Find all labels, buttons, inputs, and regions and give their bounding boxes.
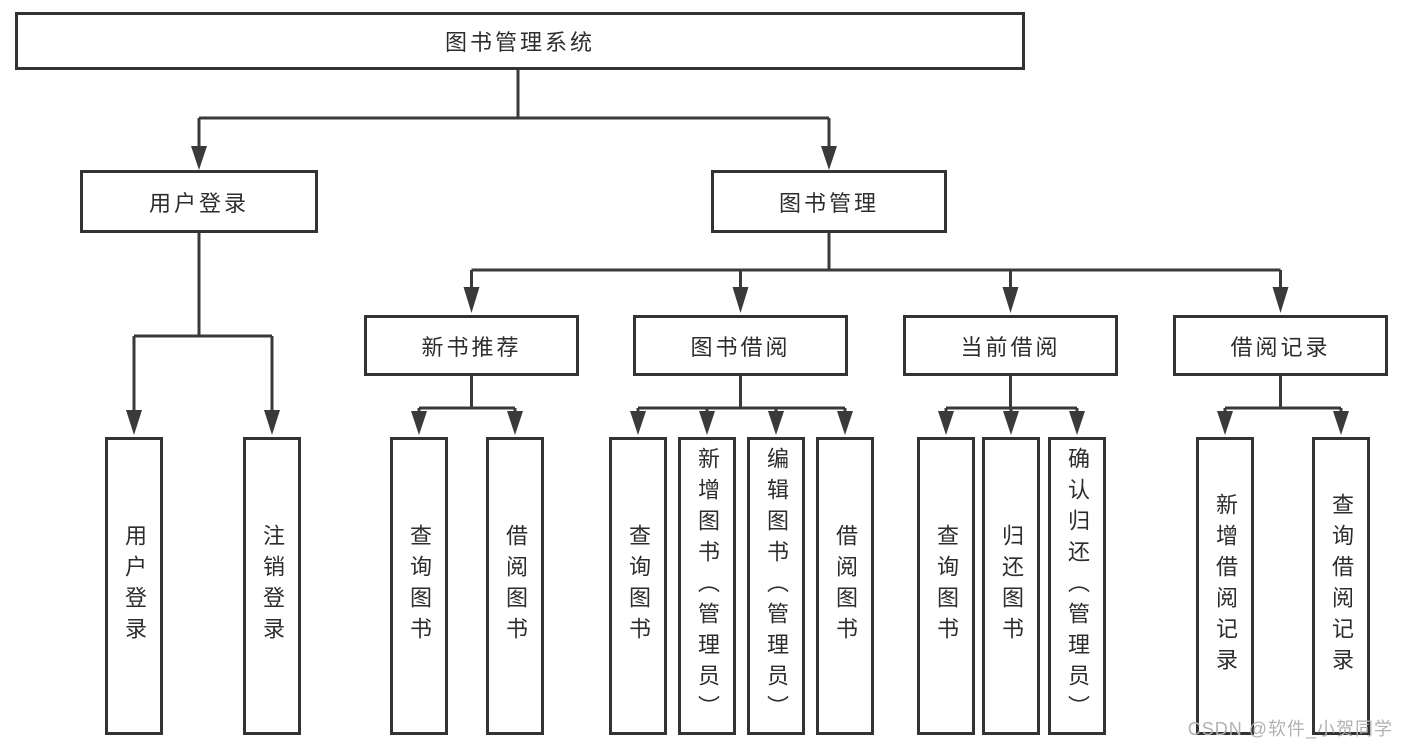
leaf-add-borrow-record-label: 新增借阅记录 (1213, 493, 1238, 679)
leaf-query-book-1: 查询图书 (390, 437, 448, 735)
leaf-query-book-2: 查询图书 (609, 437, 667, 735)
leaf-logout-label: 注销登录 (260, 524, 285, 648)
arrowhead-g3d (837, 411, 853, 435)
arrowhead-g4c (1069, 411, 1085, 435)
leaf-user-login: 用户登录 (105, 437, 163, 735)
leaf-borrow-book-1-label: 借阅图书 (503, 524, 528, 648)
node-book-borrow: 图书借阅 (633, 315, 848, 376)
leaf-add-book-admin-label: 新增图书（管理员） (695, 446, 720, 726)
node-root-system: 图书管理系统 (15, 12, 1025, 70)
leaf-add-borrow-record: 新增借阅记录 (1196, 437, 1254, 735)
arrowhead-book-management (821, 146, 837, 170)
leaf-borrow-book-2: 借阅图书 (816, 437, 874, 735)
node-current-borrow: 当前借阅 (903, 315, 1118, 376)
node-user-login: 用户登录 (80, 170, 318, 233)
arrowhead-logout-leaf (264, 410, 280, 435)
node-borrow-record: 借阅记录 (1173, 315, 1388, 376)
connector-user-login-children (132, 233, 274, 412)
leaf-edit-book-admin-label: 编辑图书（管理员） (764, 446, 789, 726)
arrowhead-current-borrow (1002, 287, 1019, 313)
arrowhead-g5a (1217, 411, 1233, 435)
leaf-borrow-book-2-label: 借阅图书 (833, 524, 858, 648)
arrowhead-g5b (1333, 411, 1349, 435)
csdn-watermark: CSDN @软件_小贺同学 (1187, 719, 1393, 739)
arrowhead-g3b (699, 411, 715, 435)
leaf-edit-book-admin: 编辑图书（管理员） (747, 437, 805, 735)
leaf-query-borrow-record: 查询借阅记录 (1312, 437, 1370, 735)
leaf-query-borrow-record-label: 查询借阅记录 (1329, 493, 1354, 679)
arrowhead-book-borrow (732, 287, 749, 313)
arrowhead-g4b (1003, 411, 1019, 435)
arrowhead-borrow-record (1272, 287, 1289, 313)
leaf-return-book-label: 归还图书 (999, 524, 1024, 648)
arrowhead-g4a (938, 411, 954, 435)
leaf-confirm-return-admin-label: 确认归还（管理员） (1065, 446, 1090, 726)
node-new-book-recommend: 新书推荐 (364, 315, 579, 376)
connector-book-borrow-children (636, 376, 847, 414)
leaf-return-book: 归还图书 (982, 437, 1040, 735)
node-book-management: 图书管理 (711, 170, 947, 233)
arrowhead-g2a (411, 411, 427, 435)
arrowhead-g2b (507, 411, 523, 435)
leaf-add-book-admin: 新增图书（管理员） (678, 437, 736, 735)
connector-new-book-children (417, 376, 517, 414)
connector-borrow-record-children (1223, 376, 1343, 414)
connector-root-to-level2 (197, 70, 831, 150)
leaf-confirm-return-admin: 确认归还（管理员） (1048, 437, 1106, 735)
leaf-logout: 注销登录 (243, 437, 301, 735)
leaf-query-book-2-label: 查询图书 (626, 524, 651, 648)
leaf-query-book-1-label: 查询图书 (407, 524, 432, 648)
arrowhead-new-book (463, 287, 480, 313)
connector-book-management-level3 (470, 233, 1282, 291)
leaf-user-login-label: 用户登录 (122, 524, 147, 648)
leaf-query-book-3: 查询图书 (917, 437, 975, 735)
connector-current-borrow-children (944, 376, 1079, 414)
arrowhead-g3a (630, 411, 646, 435)
leaf-borrow-book-1: 借阅图书 (486, 437, 544, 735)
arrowhead-login-leaf (126, 410, 142, 435)
arrowhead-user-login (191, 146, 207, 170)
arrowhead-g3c (768, 411, 784, 435)
leaf-query-book-3-label: 查询图书 (934, 524, 959, 648)
